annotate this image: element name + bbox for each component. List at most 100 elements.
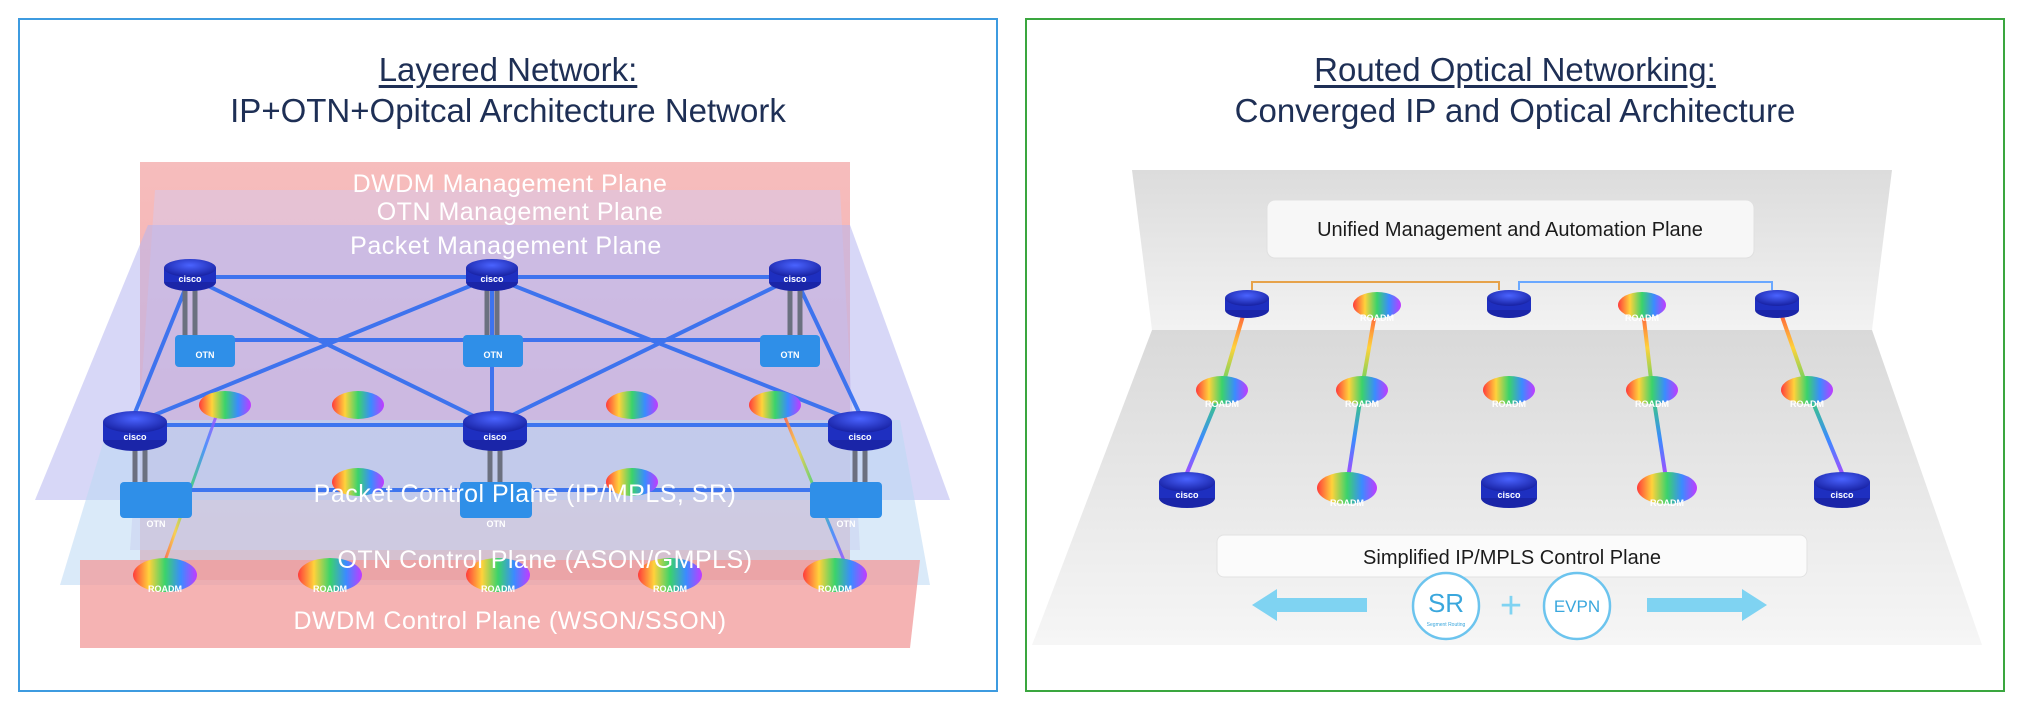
roadm-nodes: ROADM ROADM ROADM ROADM ROADM <box>133 391 867 594</box>
roadm-node: ROADM <box>1637 472 1697 508</box>
roadm-node: ROADM <box>1626 376 1678 409</box>
dwdm-control-plane <box>80 560 920 648</box>
svg-text:cisco: cisco <box>1830 490 1854 500</box>
svg-text:cisco: cisco <box>483 432 507 442</box>
router-icon: cisco <box>103 411 167 451</box>
layered-network-diagram: OTN OTN OTN OTN OTN OTN <box>35 162 950 648</box>
svg-text:ROADM: ROADM <box>1650 498 1684 508</box>
otn-switch: OTN <box>810 482 882 529</box>
roadm-node <box>606 468 658 496</box>
svg-text:cisco: cisco <box>1497 490 1521 500</box>
otn-switch: OTN <box>460 482 532 529</box>
svg-text:OTN: OTN <box>196 350 215 360</box>
svg-text:EVPN: EVPN <box>1554 597 1600 616</box>
svg-text:cisco: cisco <box>783 274 807 284</box>
ip-routers: cisco cisco cisco cisco <box>103 259 892 451</box>
left-subtitle: IP+OTN+Opitcal Architecture Network <box>230 92 786 129</box>
svg-text:cisco: cisco <box>123 432 147 442</box>
right-title: Routed Optical Networking: <box>1314 51 1716 88</box>
svg-text:OTN: OTN <box>487 519 506 529</box>
left-title-block: Layered Network: IP+OTN+Opitcal Architec… <box>20 50 996 132</box>
evpn-badge: EVPN <box>1542 571 1612 641</box>
roadm-node: ROADM <box>1618 292 1666 323</box>
svg-text:OTN: OTN <box>781 350 800 360</box>
dwdm-management-label: DWDM Management Plane <box>353 170 668 198</box>
unified-management-label: Unified Management and Automation Plane <box>1317 219 1703 241</box>
svg-text:ROADM: ROADM <box>1790 399 1824 409</box>
roadm-node: ROADM <box>1317 472 1377 508</box>
svg-text:ROADM: ROADM <box>1205 399 1239 409</box>
router-icon: cisco <box>1159 472 1215 508</box>
layered-network-panel: Layered Network: IP+OTN+Opitcal Architec… <box>18 18 998 692</box>
roadm-nodes: ROADM ROADM ROADM ROADM ROADM ROADM ROAD… <box>1196 292 1833 508</box>
svg-text:ROADM: ROADM <box>1625 313 1659 323</box>
svg-text:ROADM: ROADM <box>481 584 515 594</box>
svg-text:cisco: cisco <box>1175 490 1199 500</box>
simplified-control-plane: Simplified IP/MPLS Control Plane <box>1216 534 1808 578</box>
svg-text:ROADM: ROADM <box>313 584 347 594</box>
plus-icon: + <box>1500 585 1522 627</box>
router-icon <box>1487 290 1531 318</box>
svg-text:cisco: cisco <box>480 274 504 284</box>
router-icon: cisco <box>1814 472 1870 508</box>
unified-management-plane: Unified Management and Automation Plane <box>1266 199 1755 259</box>
roadm-node <box>332 391 384 419</box>
packet-control-label: Packet Control Plane (IP/MPLS, SR) <box>314 480 737 508</box>
svg-text:ROADM: ROADM <box>148 584 182 594</box>
svg-text:Segment Routing: Segment Routing <box>1427 622 1466 628</box>
roadm-node: ROADM <box>466 558 530 594</box>
otn-switch: OTN <box>463 335 523 367</box>
roadm-node: ROADM <box>1353 292 1401 323</box>
roadm-node <box>332 468 384 496</box>
router-icon <box>1755 290 1799 318</box>
router-icon: cisco <box>769 259 821 291</box>
roadm-node <box>199 391 251 419</box>
svg-text:OTN: OTN <box>147 519 166 529</box>
right-subtitle: Converged IP and Optical Architecture <box>1234 92 1796 129</box>
router-icon: cisco <box>1481 472 1537 508</box>
svg-text:ROADM: ROADM <box>818 584 852 594</box>
roadm-node: ROADM <box>1196 376 1248 409</box>
svg-text:SR: SR <box>1428 588 1464 618</box>
dwdm-control-label: DWDM Control Plane (WSON/SSON) <box>293 607 726 635</box>
svg-text:ROADM: ROADM <box>1345 399 1379 409</box>
svg-text:ROADM: ROADM <box>653 584 687 594</box>
roadm-node <box>749 391 801 419</box>
svg-text:ROADM: ROADM <box>1330 498 1364 508</box>
svg-text:cisco: cisco <box>178 274 202 284</box>
routed-optical-panel: Routed Optical Networking: Converged IP … <box>1025 18 2005 692</box>
svg-text:OTN: OTN <box>837 519 856 529</box>
svg-text:ROADM: ROADM <box>1635 399 1669 409</box>
right-arrow-icon <box>1647 589 1767 621</box>
svg-text:ROADM: ROADM <box>1492 399 1526 409</box>
otn-management-label: OTN Management Plane <box>377 198 664 226</box>
right-title-block: Routed Optical Networking: Converged IP … <box>1027 50 2003 132</box>
otn-switch: OTN <box>760 335 820 367</box>
roadm-node: ROADM <box>1781 376 1833 409</box>
left-arrow-icon <box>1252 589 1367 621</box>
ip-links <box>128 275 867 492</box>
router-icon: cisco <box>164 259 216 291</box>
svg-text:cisco: cisco <box>848 432 872 442</box>
otn-control-label: OTN Control Plane (ASON/GMPLS) <box>337 546 752 574</box>
router-icon: cisco <box>463 411 527 451</box>
roadm-node: ROADM <box>803 558 867 594</box>
packet-management-label: Packet Management Plane <box>350 232 662 260</box>
simplified-control-label: Simplified IP/MPLS Control Plane <box>1363 547 1661 569</box>
roadm-node <box>606 391 658 419</box>
roadm-node: ROADM <box>1336 376 1388 409</box>
sr-badge: SR Segment Routing <box>1411 571 1481 641</box>
roadm-node: ROADM <box>638 558 702 594</box>
ip-routers: cisco cisco cisco <box>1159 290 1870 508</box>
router-icon: cisco <box>828 411 892 451</box>
converged-network-diagram: Unified Management and Automation Plane … <box>1032 170 1982 645</box>
router-icon <box>1225 290 1269 318</box>
otn-switch: OTN <box>175 335 235 367</box>
roadm-node: ROADM <box>298 558 362 594</box>
svg-text:ROADM: ROADM <box>1360 313 1394 323</box>
router-icon: cisco <box>466 259 518 291</box>
roadm-node: ROADM <box>1483 376 1535 409</box>
otn-switches: OTN OTN OTN OTN OTN OTN <box>120 335 882 529</box>
roadm-node: ROADM <box>133 558 197 594</box>
otn-switch: OTN <box>120 482 192 529</box>
